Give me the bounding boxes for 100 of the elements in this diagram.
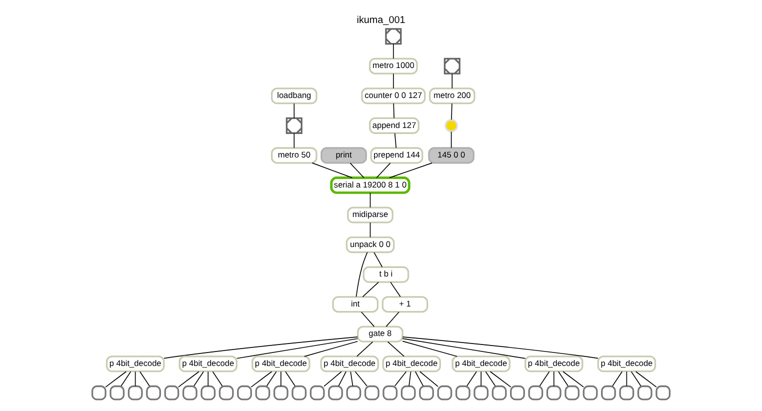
connector [212,371,223,386]
connector [402,336,598,359]
node-box: p 4bit_decode [597,356,656,372]
node-box [564,385,580,400]
node-box [619,385,634,400]
node-box: p 4bit_decode [452,356,510,372]
connector [294,132,295,148]
node-box [474,385,489,400]
node-box [437,385,452,400]
node-box [200,385,216,400]
node-box: append 127 [369,117,420,134]
connector [356,252,368,298]
connector [626,371,628,386]
node-box [110,385,125,400]
connector [402,338,526,359]
connector [370,192,371,208]
node-box: counter 0 0 127 [361,88,426,104]
node-box: metro 50 [270,147,318,164]
node-box [328,385,343,400]
node-box [510,385,525,400]
connector [387,341,404,357]
node-box [91,385,106,400]
connector [250,371,272,388]
connector [208,371,209,386]
connector [635,371,657,388]
node-box: prepend 144 [370,147,424,164]
node-box [382,385,398,400]
node-box: serial a 19200 8 1 0 [330,176,410,194]
node-box: p 4bit_decode [320,356,379,372]
node-box [419,385,434,400]
node-box: p 4bit_decode [382,356,441,372]
node-box [218,385,234,400]
connector [393,103,394,119]
connector [134,371,136,386]
node-box: unpack 0 0 [346,236,395,254]
connector [360,312,375,327]
node-box: midiparse [347,206,394,224]
connector [338,371,346,386]
connector [312,162,352,178]
connector [194,371,204,386]
node-box [237,385,252,400]
node-box: gate 8 [357,326,404,342]
connector [394,132,397,148]
node-box: p 4bit_decode [178,356,238,372]
connector [466,371,477,386]
node-box [182,385,198,400]
connector [450,131,452,148]
connector [451,103,452,120]
connector [294,103,295,119]
connector [485,371,496,386]
node-box [546,385,562,400]
connector [394,371,407,386]
node-box [128,385,143,400]
connector [356,341,374,357]
connector [354,371,368,386]
connector [408,371,412,386]
node-box [292,385,307,400]
node-box: int [332,296,379,313]
connector [285,371,296,386]
node-box [400,385,416,400]
node-box [364,385,380,400]
connector [178,371,200,388]
connector [105,371,127,388]
node-box: 145 0 0 [428,147,474,164]
connector [374,252,383,268]
connector [539,371,550,386]
connector [386,312,400,327]
connector [393,73,394,89]
node-box: metro 1000 [369,58,418,74]
connector [140,371,150,386]
node-box [492,385,507,400]
connector [393,44,394,59]
node-box: print [320,147,367,164]
connector [480,371,482,386]
connector [280,371,282,386]
node-box: p 4bit_decode [106,356,165,372]
connector [558,371,568,386]
connector [236,338,358,359]
node-box: t b i [362,266,410,283]
connector [304,340,358,357]
connector [120,371,132,386]
connector [390,282,401,298]
node-box [656,385,671,400]
node-box [310,385,325,400]
connector [562,371,584,388]
connector [490,371,512,388]
node-circle [444,119,458,132]
node-box: + 1 [382,296,428,313]
connector [389,162,433,178]
connector [414,371,424,386]
connector [630,371,642,386]
connector [266,371,277,386]
node-box [146,385,161,400]
node-box: loadbang [270,88,318,104]
node-box [346,385,362,400]
node-box [582,385,598,400]
connector [612,371,622,386]
node-box: p 4bit_decode [252,356,310,372]
node-box [164,385,180,400]
connector [376,162,391,178]
